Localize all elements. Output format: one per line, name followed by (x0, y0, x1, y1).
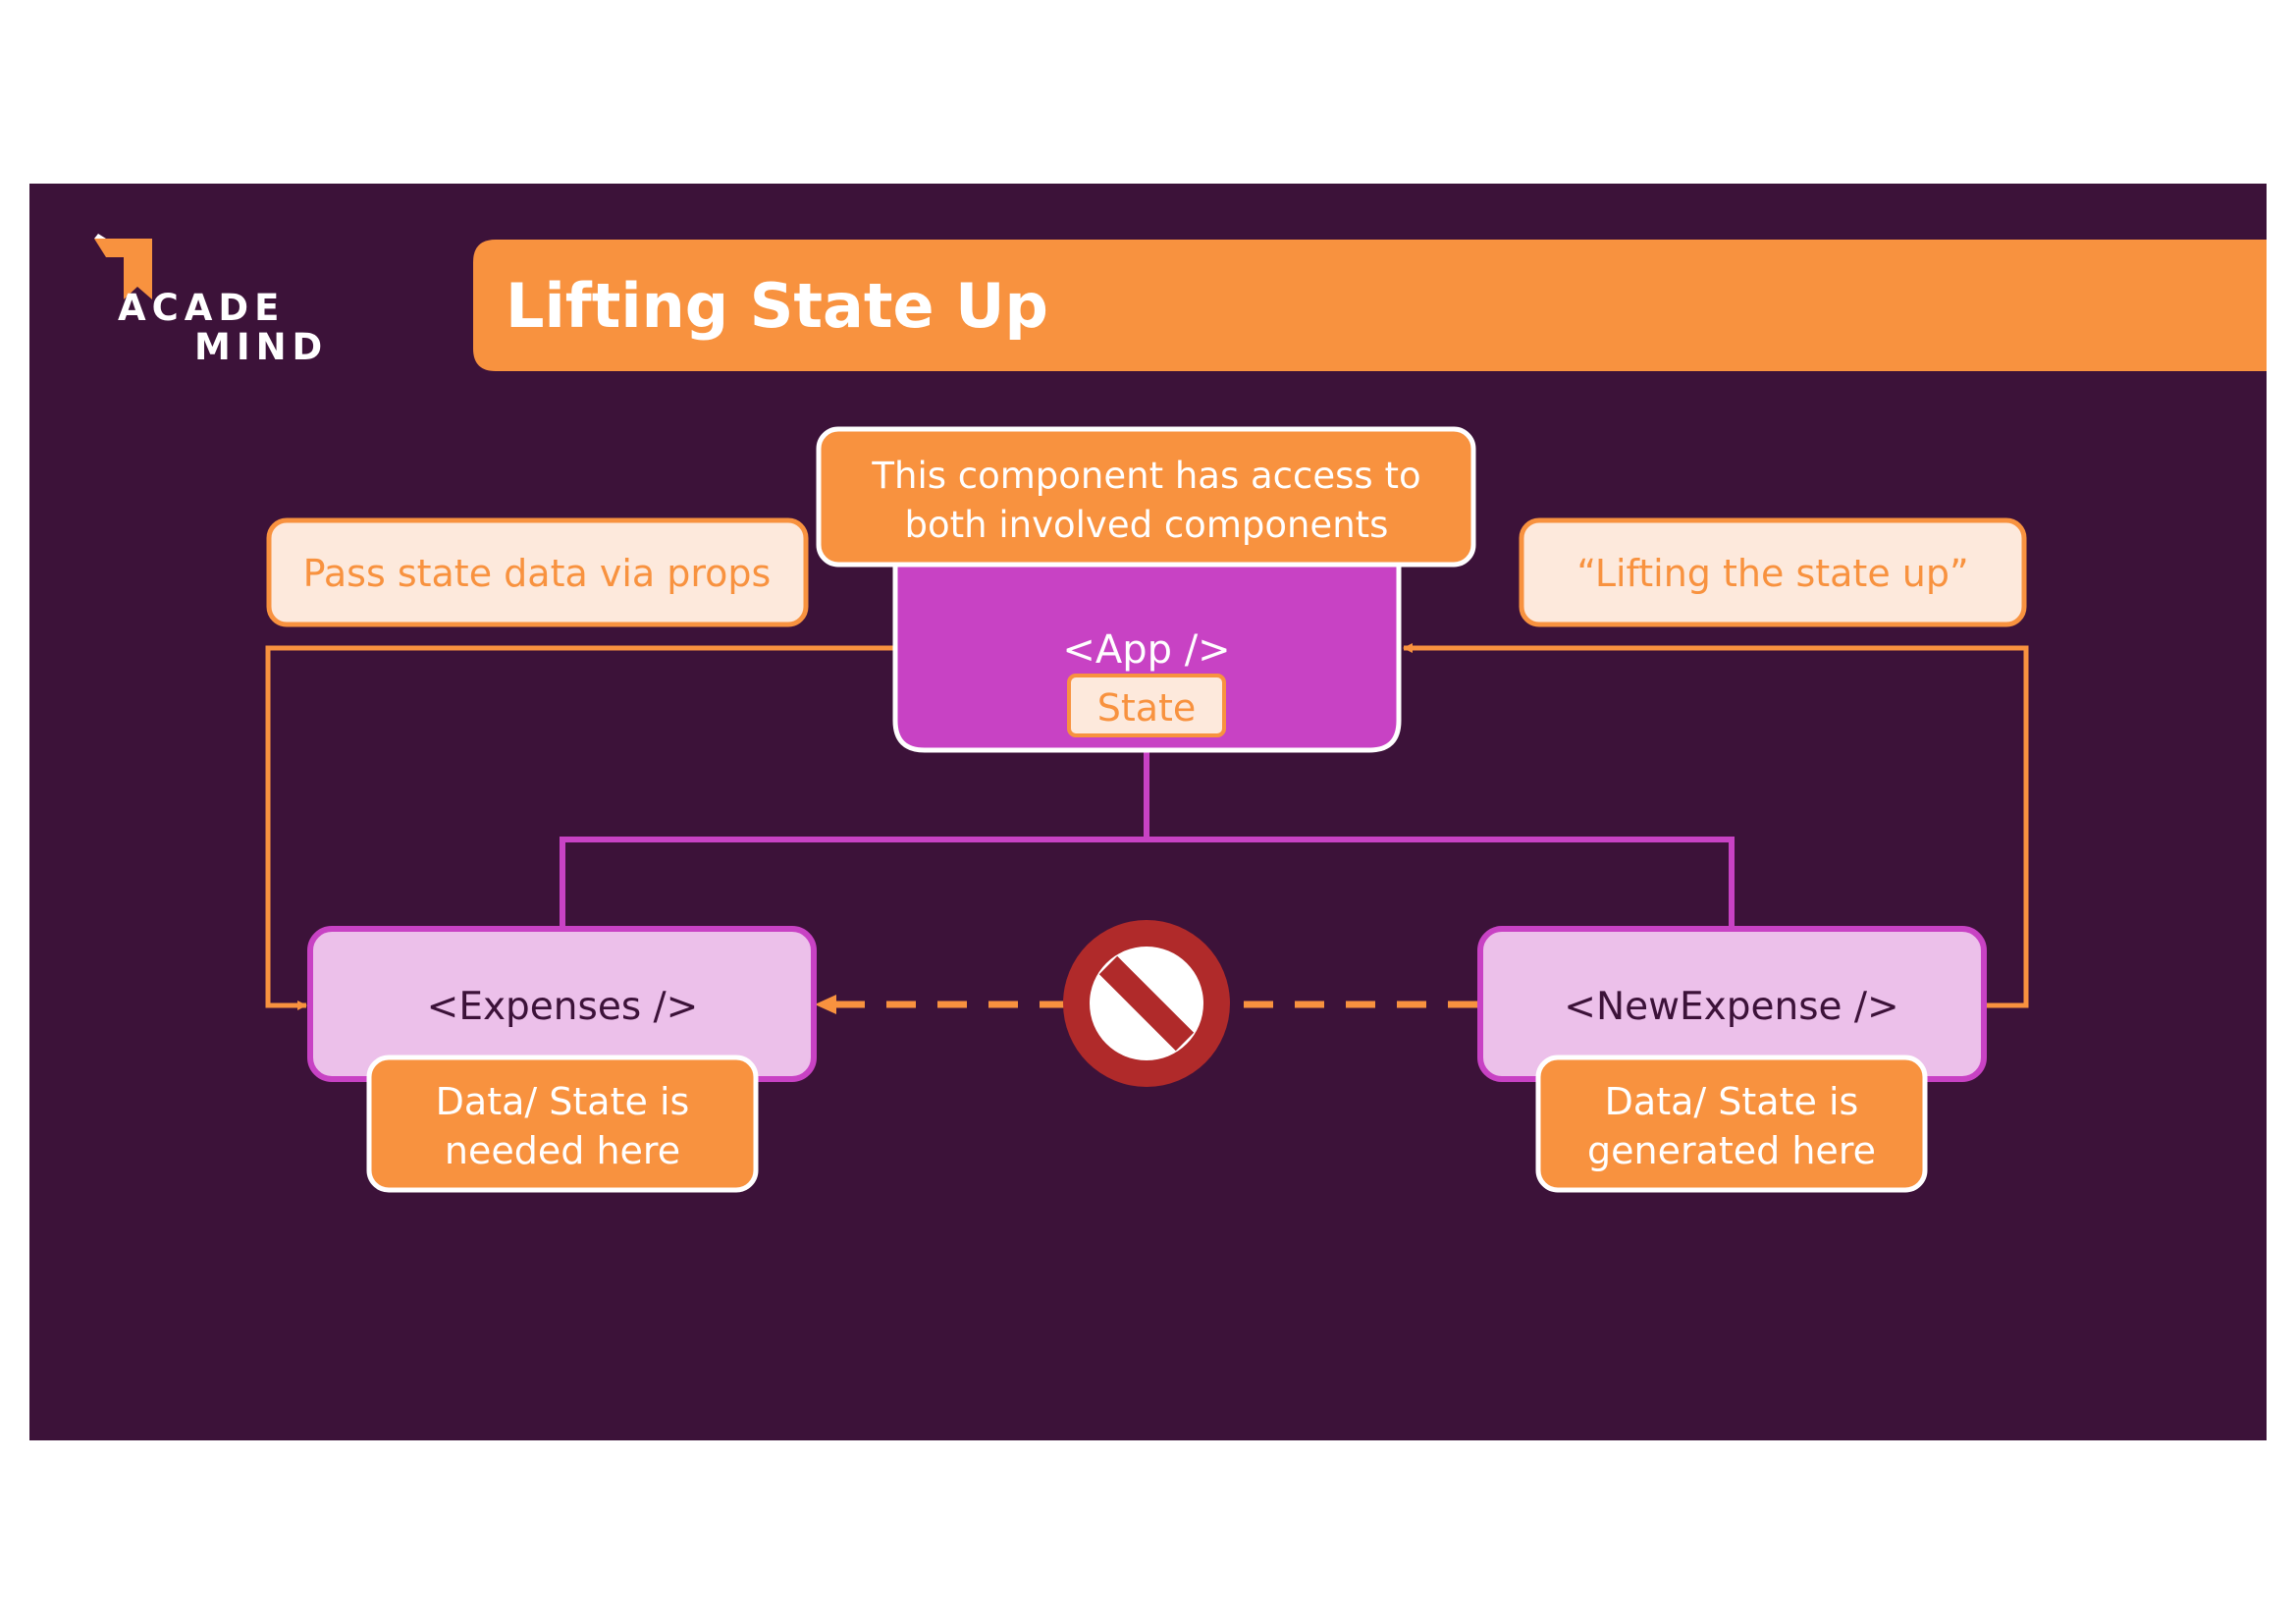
lift-note-text: “Lifting the state up” (1576, 552, 1968, 595)
props-note-text: Pass state data via props (303, 552, 772, 595)
logo-line-2: MIND (194, 326, 328, 368)
app-access-note-line-1: This component has access to (871, 455, 1420, 497)
app-component-label: <App /> (1062, 627, 1230, 673)
tree-connector-branches (560, 837, 1735, 929)
props-note (266, 517, 809, 627)
forbidden-icon (1063, 920, 1230, 1087)
expenses-note (366, 1055, 759, 1193)
title-bar (473, 240, 2267, 371)
academind-logo: ACADE MIND (94, 234, 328, 368)
props-arrow (265, 645, 895, 1010)
new-expense-note-line-2: generated here (1587, 1129, 1876, 1172)
app-state-badge (1067, 674, 1226, 737)
app-access-note-line-2: both involved components (905, 504, 1389, 546)
app-state-label: State (1097, 686, 1197, 730)
new-expense-note-line-1: Data/ State is (1605, 1080, 1859, 1123)
page-title: Lifting State Up (506, 270, 1048, 342)
logo-line-1: ACADE (118, 287, 285, 329)
new-expense-component-label: <NewExpense /> (1564, 985, 1898, 1029)
expenses-note-line-2: needed here (445, 1129, 680, 1172)
logo-bookmark-icon (94, 239, 152, 299)
lift-note (1519, 517, 2027, 627)
new-expense-note (1535, 1055, 1928, 1193)
expenses-component-label: <Expenses /> (427, 985, 699, 1029)
lift-arrow (1403, 643, 2029, 1008)
app-component-box (892, 562, 1402, 753)
expenses-note-line-1: Data/ State is (436, 1080, 690, 1123)
